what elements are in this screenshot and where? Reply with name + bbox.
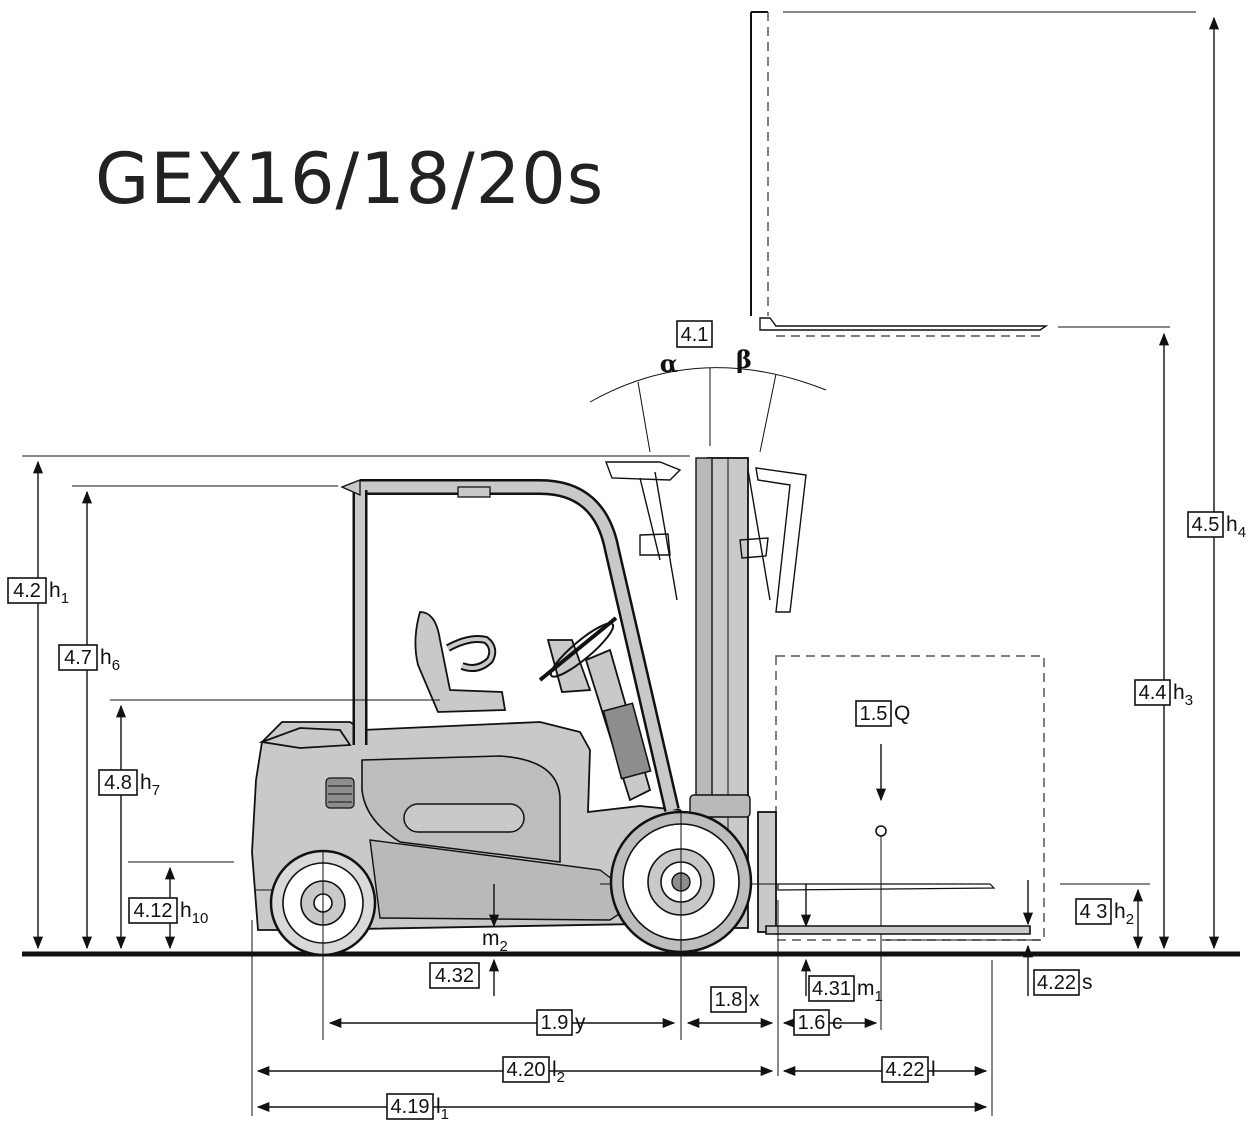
- dim-code-box: [502, 1056, 550, 1083]
- dim-symbol: h4: [1226, 513, 1246, 541]
- dim-label-h4: 4.5 h4: [1187, 511, 1246, 541]
- dim-code-box: [1075, 898, 1112, 925]
- dim-code: 1.9: [541, 1012, 569, 1034]
- dim-code: 4.12: [134, 900, 173, 922]
- dim-code: 4.2: [13, 580, 41, 602]
- dim-symbol: m2: [482, 927, 508, 955]
- dim-label-l: 4.22 l: [881, 1056, 936, 1083]
- dim-label-h10: 4.12 h10: [128, 897, 208, 927]
- dim-code: 4.22: [1037, 972, 1076, 994]
- dim-code-box: [1134, 679, 1171, 706]
- dim-symbol: h10: [180, 899, 208, 927]
- dim-code-box: [386, 1093, 434, 1120]
- dim-symbol: h1: [49, 579, 69, 607]
- dim-code: 1.5: [860, 703, 888, 725]
- dim-label-x: 1.8 x: [710, 986, 760, 1013]
- dim-label-h7: 4.8 h7: [98, 769, 160, 799]
- dim-symbol: l1: [436, 1095, 449, 1123]
- dim-symbol: m1: [857, 977, 883, 1005]
- dim-label-l1: 4.19 l1: [386, 1093, 449, 1123]
- dim-symbol: y: [575, 1011, 586, 1034]
- dim-code: 4.32: [435, 965, 474, 987]
- dim-symbol: l2: [552, 1058, 565, 1086]
- dim-label-m2: 4.32 m2: [429, 927, 508, 989]
- svg-text:α: α: [660, 349, 678, 378]
- dim-code-box: [429, 962, 480, 989]
- dim-symbol: c: [832, 1011, 843, 1034]
- dim-code: 1.8: [715, 989, 743, 1011]
- dim-symbol: h2: [1114, 900, 1134, 928]
- dim-code: 4.22: [886, 1059, 925, 1081]
- dim-label-m1: 4.31 m1: [808, 975, 883, 1005]
- dim-code-box: [128, 897, 178, 924]
- dim-label-Q: 1.5 Q: [855, 700, 910, 727]
- dim-symbol: l: [931, 1058, 936, 1081]
- dim-code: 4 3: [1080, 901, 1108, 923]
- dim-label-h1: 4.2 h1: [7, 577, 69, 607]
- dim-code: 1.6: [798, 1012, 826, 1034]
- dim-code-box: [7, 577, 47, 604]
- dim-symbol: h6: [100, 646, 120, 674]
- dim-symbol: x: [749, 988, 760, 1011]
- svg-text:β: β: [736, 345, 752, 374]
- dim-label-y: 1.9 y: [536, 1009, 586, 1036]
- dim-symbol: s: [1082, 971, 1093, 994]
- dim-code-box: [793, 1009, 830, 1036]
- model-title: GEX16/18/20s: [95, 138, 604, 220]
- dim-code: 4.5: [1192, 514, 1220, 536]
- dim-code-box: [58, 644, 98, 671]
- reference-lines: [22, 455, 1150, 1116]
- dim-symbol: Q: [894, 702, 910, 725]
- dim-code: 4.20: [507, 1059, 546, 1081]
- dim-label-h6: 4.7 h6: [58, 644, 120, 674]
- dim-label-l2: 4.20 l2: [502, 1056, 565, 1086]
- dim-symbol: h3: [1173, 681, 1193, 709]
- raised-mast-outline: [750, 11, 1196, 337]
- dim-code-box: [1187, 511, 1224, 538]
- dimension-labels: 4.2 h1 4.7 h6 4.8 h7 4.12 h10 4.5 h4 4.4 h3 4 3 h2 1.5…: [7, 511, 1246, 1123]
- svg-text:4.1: 4.1: [681, 324, 709, 346]
- dim-code-box: [855, 700, 892, 727]
- tilt-arc: [589, 367, 827, 453]
- dim-code-box: [536, 1009, 573, 1036]
- dim-code-box: [808, 975, 855, 1002]
- dim-code-box: [881, 1056, 929, 1083]
- dim-label-s: 4.22 s: [1033, 969, 1093, 996]
- dim-code: 4.7: [64, 647, 92, 669]
- dim-code-box: [98, 769, 138, 796]
- tilt-label: 4.1 α β: [660, 320, 752, 378]
- dim-code: 4.31: [812, 978, 851, 1000]
- dim-label-h3: 4.4 h3: [1134, 679, 1193, 709]
- dimension-arrows: [32, 16, 1220, 1113]
- dim-label-h2: 4 3 h2: [1075, 898, 1134, 928]
- dim-code-box: [710, 986, 747, 1013]
- dim-code: 4.19: [391, 1096, 430, 1118]
- dim-code-box: [1033, 969, 1080, 996]
- dim-code: 4.4: [1139, 682, 1167, 704]
- dim-code: 4.8: [104, 772, 132, 794]
- dim-label-c: 1.6 c: [793, 1009, 843, 1036]
- dim-symbol: h7: [140, 771, 160, 799]
